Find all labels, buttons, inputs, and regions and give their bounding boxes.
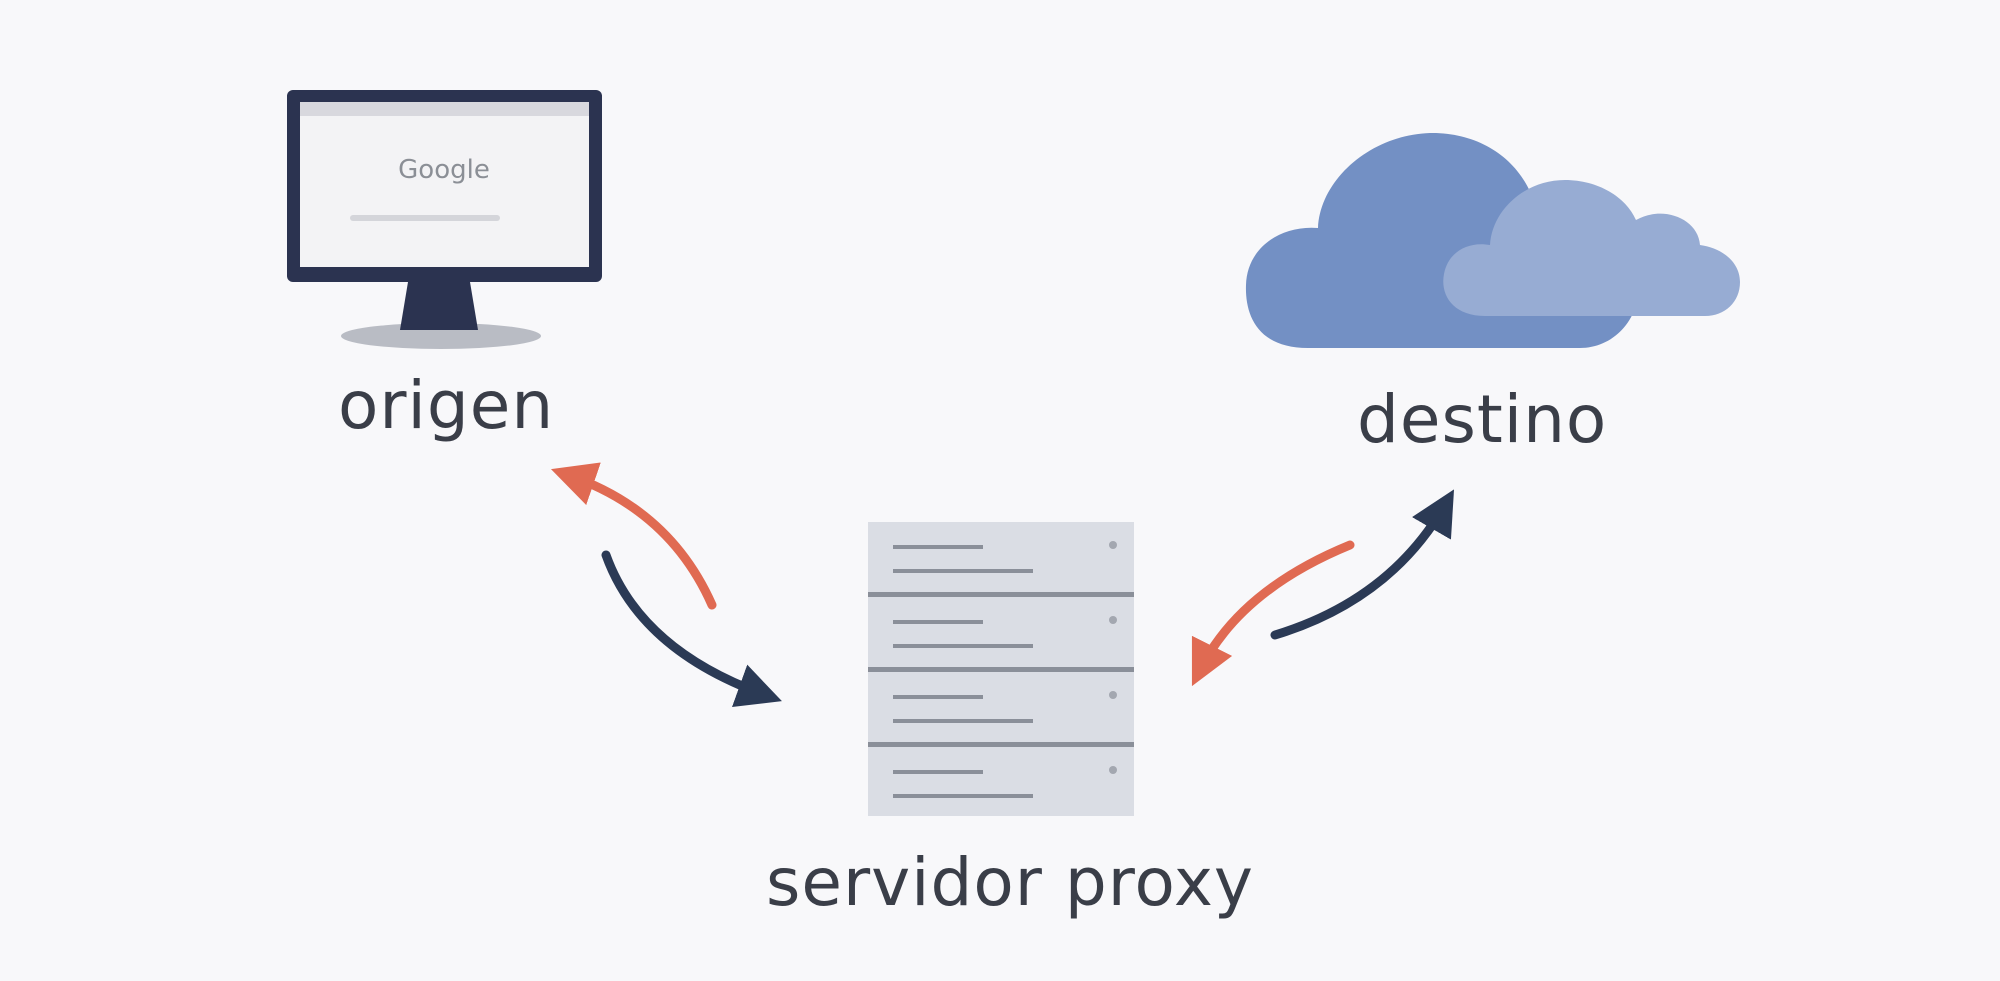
- server-led: [1109, 541, 1117, 549]
- screen-google-text: Google: [398, 155, 490, 185]
- arrow-destination-to-proxy: [1191, 540, 1355, 687]
- cloud-secondary: [1443, 180, 1740, 316]
- server-divider: [868, 667, 1134, 672]
- arrow-proxy-to-destination: [1270, 489, 1455, 640]
- server-unit-line: [893, 644, 1033, 648]
- monitor-shadow: [341, 323, 541, 349]
- cloud-icon: [1245, 132, 1740, 348]
- server-divider: [868, 592, 1134, 597]
- server-rack-icon: [868, 522, 1134, 816]
- browser-toolbar: [300, 102, 589, 116]
- server-unit-line: [893, 620, 983, 624]
- server-led: [1109, 766, 1117, 774]
- arrow-origin-to-proxy: [601, 550, 782, 708]
- server-unit-line: [893, 719, 1033, 723]
- server-led: [1109, 616, 1117, 624]
- server-unit-line: [893, 545, 983, 549]
- server-divider: [868, 742, 1134, 747]
- destination-label: destino: [1357, 381, 1608, 458]
- arrow-proxy-to-origin: [550, 462, 717, 610]
- monitor-screen: [300, 102, 589, 267]
- screen-search-bar: [350, 215, 500, 221]
- server-led: [1109, 691, 1117, 699]
- computer-monitor-icon: Google: [287, 90, 602, 349]
- monitor-stand: [400, 282, 478, 330]
- proxy-server-label: servidor proxy: [766, 844, 1254, 921]
- origin-label: origen: [338, 367, 555, 444]
- server-unit-line: [893, 569, 1033, 573]
- server-unit-line: [893, 770, 983, 774]
- server-unit-line: [893, 695, 983, 699]
- server-unit-line: [893, 794, 1033, 798]
